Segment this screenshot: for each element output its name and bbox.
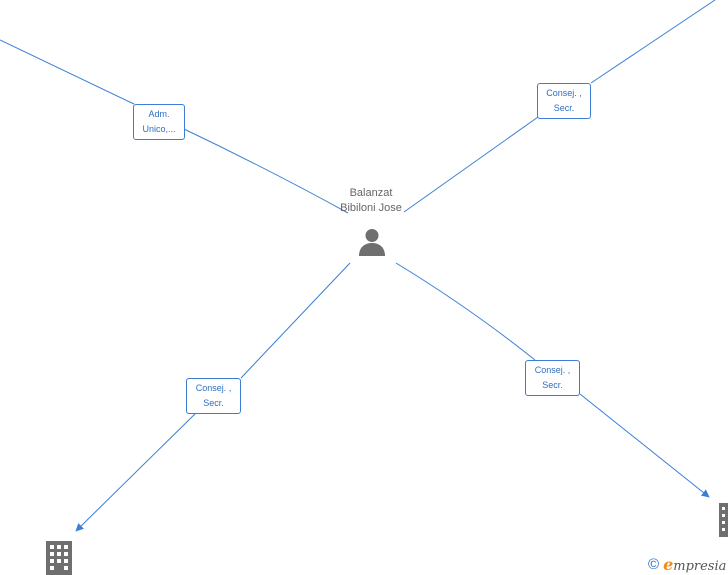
relation-label-line1: Consej. , [546,88,582,98]
relation-label-line2: Secr. [542,380,563,390]
person-name-line2: Bibiloni Jose [340,202,402,214]
brand-rest: mpresia [673,558,727,574]
relation-label-line2: Unico,... [142,124,176,134]
brand-initial: e [663,554,674,574]
relation-label-line1: Consej. , [534,365,571,375]
center-person-name[interactable]: Balanzat Bibiloni Jose [316,186,426,216]
relation-label-bottom-left[interactable]: Consej. , Secr. [186,378,241,414]
relation-label-line1: Adm. [148,109,170,119]
person-icon[interactable] [357,227,387,257]
edge-bottom-right [395,262,709,497]
relation-label-top-left[interactable]: Adm. Unico,... [133,104,185,140]
building-icon[interactable] [43,539,75,575]
brand-logo[interactable]: empresia [663,555,726,574]
edge-top-left [0,39,349,214]
building-icon[interactable] [716,503,728,537]
edge-top-right [403,0,716,213]
relation-label-line2: Secr. [553,103,575,113]
relation-label-top-right[interactable]: Consej. , Secr. [537,83,591,119]
footer-brand: © empresia [648,554,726,574]
person-name-line1: Balanzat [349,187,393,199]
relation-label-line2: Secr. [203,398,224,408]
edge-bottom-left [76,262,351,531]
copyright-icon: © [648,555,660,573]
relation-label-bottom-right[interactable]: Consej. , Secr. [525,360,580,396]
relation-label-line1: Consej. , [195,383,232,393]
